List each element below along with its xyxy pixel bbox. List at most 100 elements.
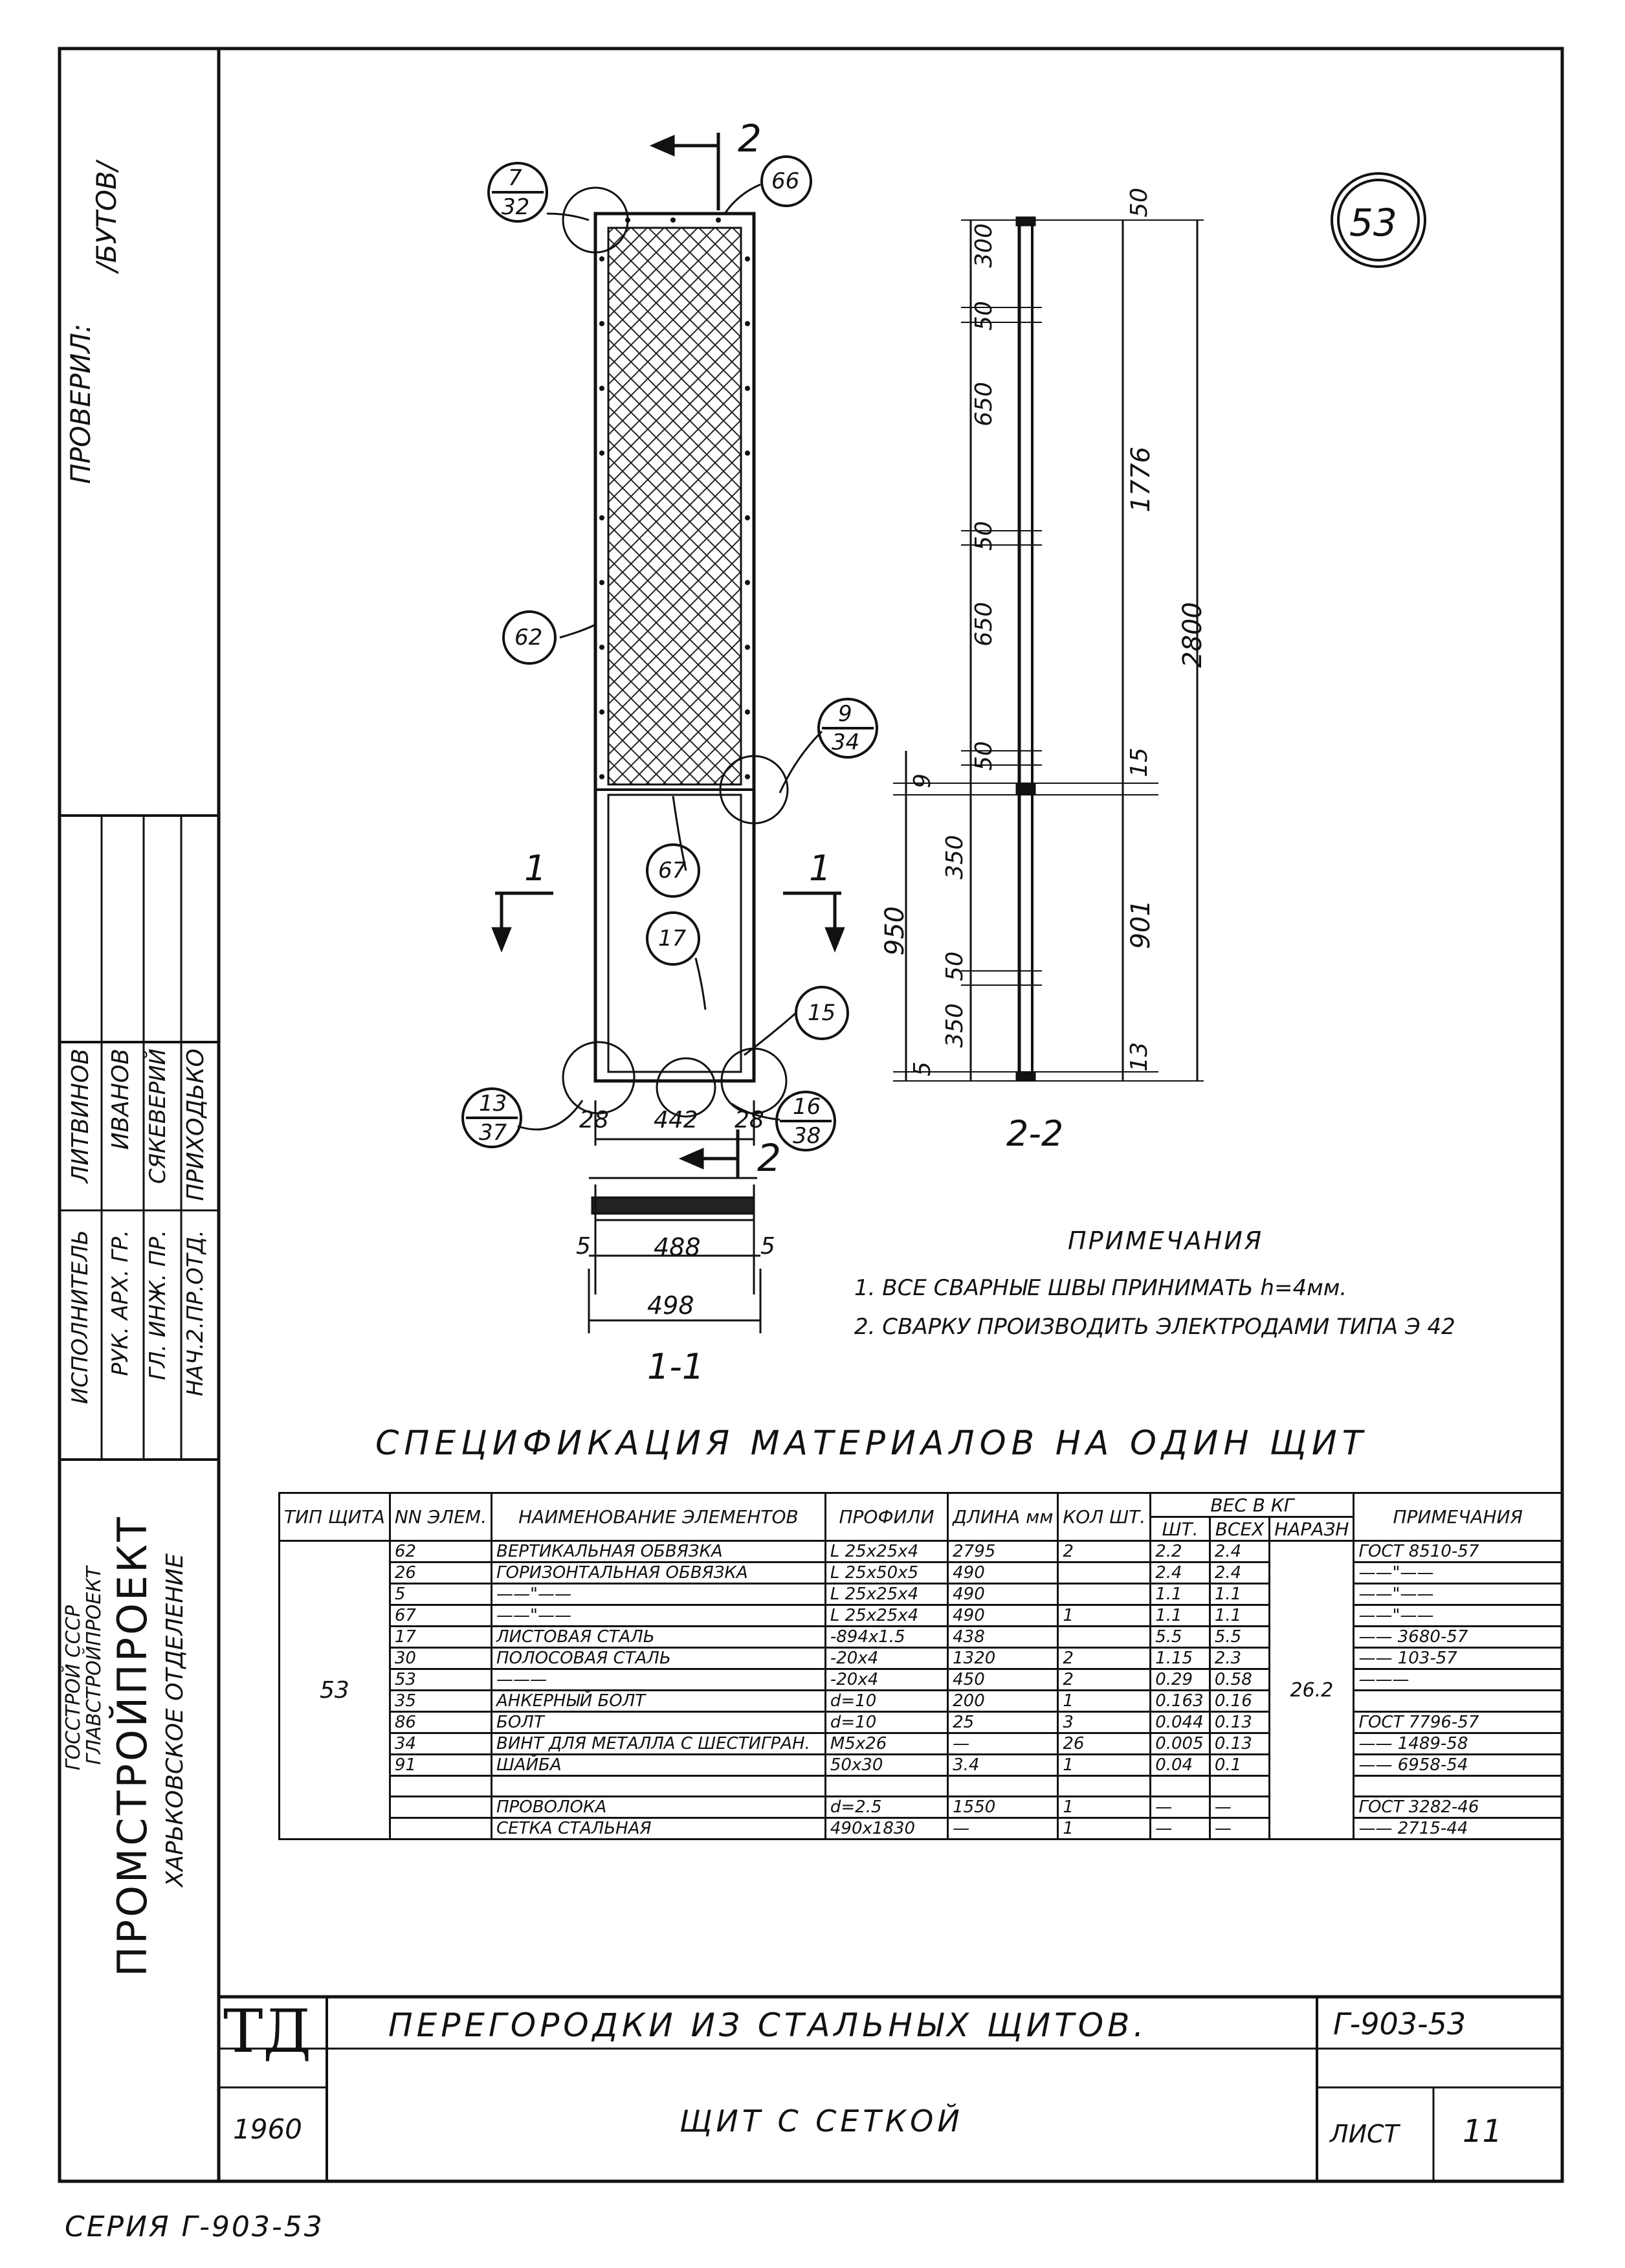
cell-length: 200: [947, 1689, 1059, 1713]
sec22-label: 2-2: [1006, 1113, 1064, 1154]
cell-unit: 1.1: [1149, 1604, 1211, 1627]
cell-profile: -20х4: [824, 1668, 949, 1691]
section-2-2-lines: [893, 216, 1204, 1082]
cell-nn: 17: [388, 1625, 493, 1649]
cell-unit: 0.163: [1149, 1689, 1211, 1713]
cell-note: —— 103-57: [1353, 1647, 1563, 1670]
cell-qty: 1: [1057, 1689, 1152, 1713]
cell-profile: М5х26: [824, 1732, 949, 1755]
callout-34: 34: [832, 729, 860, 755]
cell-total-weight: 26.2: [1268, 1540, 1355, 1840]
table-row: [280, 1775, 1563, 1797]
cell-all: —: [1208, 1796, 1271, 1819]
cell-qty: [1057, 1625, 1152, 1649]
cell-name: БОЛТ: [491, 1711, 826, 1734]
org-line-1: ГОССТРОЙ СССР: [62, 1605, 85, 1771]
cell-qty: 1: [1057, 1604, 1152, 1627]
series-label: СЕРИЯ Г-903-53: [65, 2210, 324, 2243]
cell-all: 5.5: [1208, 1625, 1271, 1649]
cell-qty: [1057, 1775, 1152, 1797]
cell-name: ПОЛОСОВАЯ СТАЛЬ: [491, 1647, 826, 1670]
th-type: ТИП ЩИТА: [278, 1492, 391, 1542]
cell-name: ГОРИЗОНТАЛЬНАЯ ОБВЯЗКА: [491, 1561, 826, 1584]
panel-badge: 53: [1349, 201, 1397, 245]
cell-length: —: [947, 1817, 1059, 1840]
cell-all: 2.3: [1208, 1647, 1271, 1670]
sec22-r-13: 13: [1126, 1042, 1153, 1072]
panel-elevation: [562, 186, 789, 1118]
callout-9: 9: [838, 701, 852, 727]
cell-note: ГОСТ 3282-46: [1353, 1796, 1563, 1819]
stamp-name-1: ПРИХОДЬКО: [182, 1049, 209, 1201]
sec11-left-gap: 5: [576, 1233, 591, 1260]
cell-nn: 34: [388, 1732, 493, 1755]
cell-profile: [824, 1775, 949, 1797]
stamp-role-4: ИСПОЛНИТЕЛЬ: [67, 1230, 93, 1405]
cell-all: 1.1: [1208, 1604, 1271, 1627]
cell-profile: L 25х25х4: [824, 1604, 949, 1627]
cell-note: [1353, 1689, 1563, 1713]
cell-profile: 490х1830: [824, 1817, 949, 1840]
cell-unit: 0.04: [1149, 1753, 1211, 1777]
cell-all: 0.58: [1208, 1668, 1271, 1691]
cell-unit: 0.29: [1149, 1668, 1211, 1691]
cell-length: 25: [947, 1711, 1059, 1734]
section-mark-right: 1: [809, 848, 832, 889]
title-sub: ЩИТ С СЕТКОЙ: [680, 2104, 964, 2139]
th-length: ДЛИНА мм: [947, 1492, 1059, 1542]
cell-qty: 2: [1057, 1668, 1152, 1691]
cell-nn: 53: [388, 1668, 493, 1691]
cell-name: ПРОВОЛОКА: [491, 1796, 826, 1819]
th-note: ПРИМЕЧАНИЯ: [1353, 1492, 1563, 1542]
stamp-name-3: ИВАНОВ: [107, 1049, 134, 1150]
cell-length: 490: [947, 1561, 1059, 1584]
callout-16: 16: [793, 1094, 821, 1120]
cell-unit: —: [1149, 1796, 1211, 1819]
cell-nn: 62: [388, 1540, 493, 1563]
cell-nn: 91: [388, 1753, 493, 1777]
callout-7: 7: [508, 165, 522, 191]
cell-note: —— 1489-58: [1353, 1732, 1563, 1755]
cell-length: 490: [947, 1583, 1059, 1606]
cell-profile: L 25х25х4: [824, 1540, 949, 1563]
cell-name: АНКЕРНЫЙ БОЛТ: [491, 1689, 826, 1713]
sec22-l-300: 300: [971, 223, 997, 268]
cell-length: 490: [947, 1604, 1059, 1627]
cell-nn: 5: [388, 1583, 493, 1606]
cell-nn: 35: [388, 1689, 493, 1713]
stamp-name-4: ЛИТВИНОВ: [67, 1049, 94, 1183]
callout-62: 62: [514, 625, 543, 650]
th-weight-panel: НАРАЗН: [1268, 1516, 1355, 1542]
cell-unit: 2.4: [1149, 1561, 1211, 1584]
sec22-r-50: 50: [1126, 188, 1153, 217]
sec22-l-50a: 50: [971, 301, 997, 331]
cell-all: 0.13: [1208, 1711, 1271, 1734]
cell-name: ШАЙБА: [491, 1753, 826, 1777]
cell-qty: [1057, 1561, 1152, 1584]
cell-qty: 2: [1057, 1540, 1152, 1563]
cell-name: [491, 1775, 826, 1797]
cell-all: —: [1208, 1817, 1271, 1840]
dim-mid-442: 442: [654, 1107, 698, 1133]
sec22-l-50b: 50: [971, 521, 997, 551]
cell-all: 2.4: [1208, 1540, 1271, 1563]
th-name: НАИМЕНОВАНИЕ ЭЛЕМЕНТОВ: [491, 1492, 826, 1542]
cell-all: [1208, 1775, 1271, 1797]
cell-qty: [1057, 1583, 1152, 1606]
sec22-l-350a: 350: [942, 835, 968, 880]
title-year: 1960: [233, 2113, 302, 2145]
section-1-1-lines: [588, 1177, 762, 1333]
cell-nn: 26: [388, 1561, 493, 1584]
cell-unit: 1.1: [1149, 1583, 1211, 1606]
cell-name: ———: [491, 1668, 826, 1691]
callout-15: 15: [808, 1000, 836, 1026]
title-code: Г-903-53: [1333, 2007, 1466, 2041]
checked-signature: /БУТОВ/: [91, 162, 122, 272]
cell-note: ——"——: [1353, 1604, 1563, 1627]
cell-unit: 1.15: [1149, 1647, 1211, 1670]
